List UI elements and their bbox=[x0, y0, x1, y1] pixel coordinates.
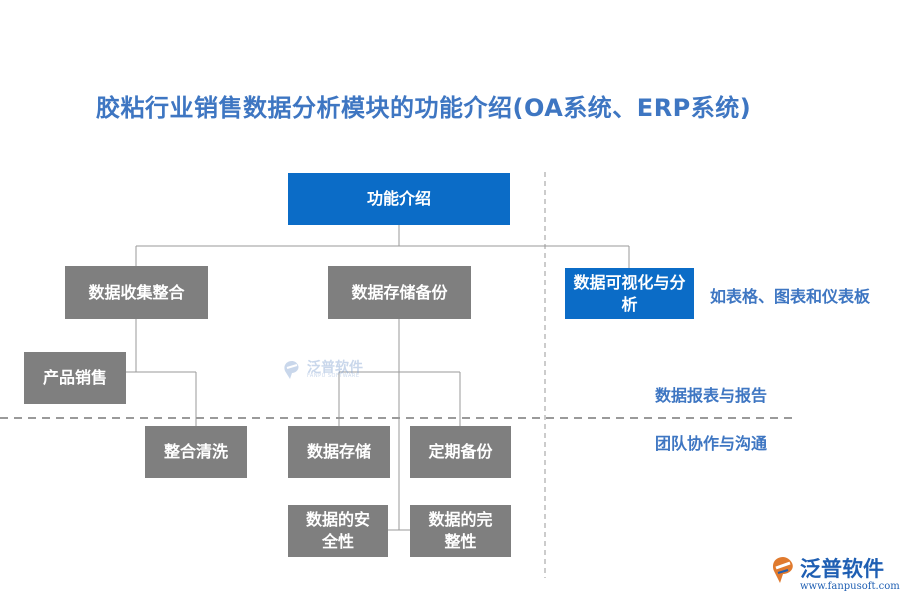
leaf-integrity: 数据的完整性 bbox=[410, 505, 511, 557]
branch-collect-label: 数据收集整合 bbox=[88, 282, 185, 302]
branch-storage: 数据存储备份 bbox=[328, 266, 471, 319]
watermark-text: 泛普软件 bbox=[307, 360, 363, 376]
leaf-store: 数据存储 bbox=[288, 426, 390, 478]
brand-logo: 泛普软件 www.fanpusoft.com bbox=[768, 551, 900, 597]
brand-logo-text: 泛普软件 bbox=[800, 557, 884, 581]
leaf-clean: 整合清洗 bbox=[145, 426, 247, 478]
leaf-store-label: 数据存储 bbox=[306, 442, 371, 461]
root-node-label: 功能介绍 bbox=[366, 189, 431, 208]
leaf-security: 数据的安全性 bbox=[288, 505, 388, 557]
leaf-backup-label: 定期备份 bbox=[428, 442, 493, 461]
side-label-reports: 数据报表与报告 bbox=[655, 386, 768, 405]
leaf-product-sales-label: 产品销售 bbox=[42, 368, 107, 387]
leaf-clean-label: 整合清洗 bbox=[163, 442, 228, 461]
branch-collect: 数据收集整合 bbox=[65, 266, 208, 319]
watermark-sub: FANPU SOFTWARE bbox=[307, 373, 360, 379]
side-label-team: 团队协作与沟通 bbox=[655, 434, 768, 453]
brand-logo-icon bbox=[773, 557, 793, 583]
root-node: 功能介绍 bbox=[288, 173, 510, 225]
page-title: 胶粘行业销售数据分析模块的功能介绍(OA系统、ERP系统) bbox=[96, 94, 752, 122]
branch-visual: 数据可视化与分析 bbox=[565, 268, 694, 319]
leaf-security-label: 数据的安全性 bbox=[305, 510, 370, 551]
leaf-backup: 定期备份 bbox=[410, 426, 511, 478]
watermark-logo-icon bbox=[284, 361, 299, 379]
brand-logo-url: www.fanpusoft.com bbox=[800, 581, 900, 592]
leaf-product-sales: 产品销售 bbox=[24, 352, 126, 404]
branch-storage-label: 数据存储备份 bbox=[351, 282, 448, 302]
leaf-integrity-label: 数据的完整性 bbox=[428, 510, 493, 551]
branch-visual-label: 数据可视化与分析 bbox=[573, 272, 686, 314]
side-label-tables: 如表格、图表和仪表板 bbox=[710, 287, 871, 306]
watermark: 泛普软件 FANPU SOFTWARE bbox=[281, 357, 377, 383]
